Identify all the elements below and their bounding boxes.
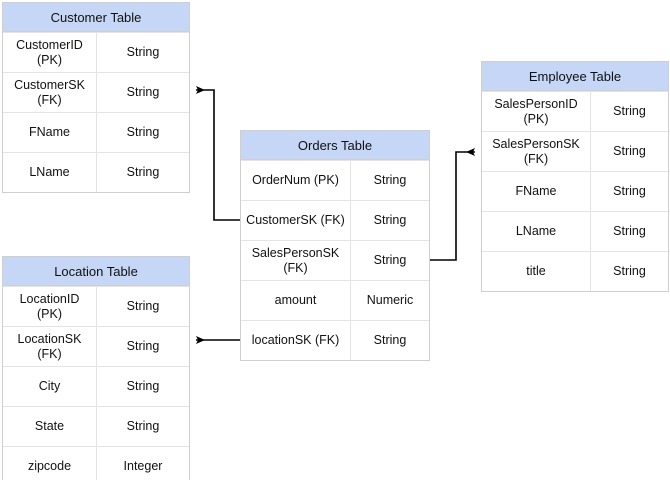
er-row[interactable]: State String (3, 406, 189, 446)
er-field-type: String (613, 104, 646, 119)
er-row[interactable]: locationSK (FK) String (241, 320, 429, 360)
er-row[interactable]: amount Numeric (241, 280, 429, 320)
er-field-name: LocationSK (FK) (3, 327, 97, 366)
er-row[interactable]: SalesPersonSK (FK) String (482, 131, 668, 171)
er-field-name: State (3, 407, 97, 446)
er-row[interactable]: LName String (482, 211, 668, 251)
er-field-name: FName (3, 113, 97, 152)
er-field-name: CustomerSK (FK) (241, 201, 351, 240)
er-row[interactable]: LocationID (PK) String (3, 286, 189, 326)
er-field-type: String (373, 333, 407, 348)
er-row[interactable]: CustomerID (PK) String (3, 32, 189, 72)
er-field-type: String (613, 224, 646, 239)
er-row[interactable]: CustomerSK (FK) String (241, 200, 429, 240)
er-row[interactable]: City String (3, 366, 189, 406)
er-row[interactable]: SalesPersonSK (FK) String (241, 240, 429, 280)
er-row[interactable]: LocationSK (FK) String (3, 326, 189, 366)
er-field-type: String (373, 173, 407, 188)
relationship-orders-customer (196, 86, 240, 221)
relationship-orders-employee (430, 148, 475, 261)
er-field-name: title (482, 252, 591, 291)
er-table-title-employee: Employee Table (482, 62, 668, 91)
er-table-title-customer: Customer Table (3, 3, 189, 32)
er-field-name: OrderNum (PK) (241, 161, 351, 200)
er-row[interactable]: OrderNum (PK) String (241, 160, 429, 200)
er-field-name: SalesPersonID (PK) (482, 92, 591, 131)
er-field-name: CustomerID (PK) (3, 33, 97, 72)
er-row[interactable]: FName String (482, 171, 668, 211)
er-field-type: String (126, 299, 160, 314)
er-row[interactable]: FName String (3, 112, 189, 152)
er-field-name: SalesPersonSK (FK) (482, 132, 591, 171)
er-field-type: Numeric (366, 293, 414, 308)
er-row[interactable]: zipcode Integer (3, 446, 189, 480)
er-field-type: String (126, 45, 160, 60)
er-field-type: String (126, 379, 160, 394)
er-field-type: String (373, 213, 407, 228)
er-row[interactable]: title String (482, 251, 668, 291)
er-table-title-location: Location Table (3, 257, 189, 286)
er-field-name: amount (241, 281, 351, 320)
er-field-type: String (126, 125, 160, 140)
er-table-title-orders: Orders Table (241, 131, 429, 160)
er-field-name: LocationID (PK) (3, 287, 97, 326)
er-field-type: String (613, 264, 646, 279)
er-row[interactable]: CustomerSK (FK) String (3, 72, 189, 112)
er-field-name: locationSK (FK) (241, 321, 351, 360)
er-field-type: Integer (123, 459, 163, 474)
er-field-name: zipcode (3, 447, 97, 480)
er-field-name: CustomerSK (FK) (3, 73, 97, 112)
er-field-name: City (3, 367, 97, 406)
er-field-type: String (613, 184, 646, 199)
er-field-type: String (613, 144, 646, 159)
er-field-type: String (126, 339, 160, 354)
er-field-name: LName (3, 153, 97, 192)
er-field-name: LName (482, 212, 591, 251)
er-field-name: SalesPersonSK (FK) (241, 241, 351, 280)
er-row[interactable]: LName String (3, 152, 189, 192)
er-row[interactable]: SalesPersonID (PK) String (482, 91, 668, 131)
er-field-type: String (126, 85, 160, 100)
er-field-type: String (126, 165, 160, 180)
er-field-name: FName (482, 172, 591, 211)
er-field-type: String (373, 253, 407, 268)
er-field-type: String (126, 419, 160, 434)
